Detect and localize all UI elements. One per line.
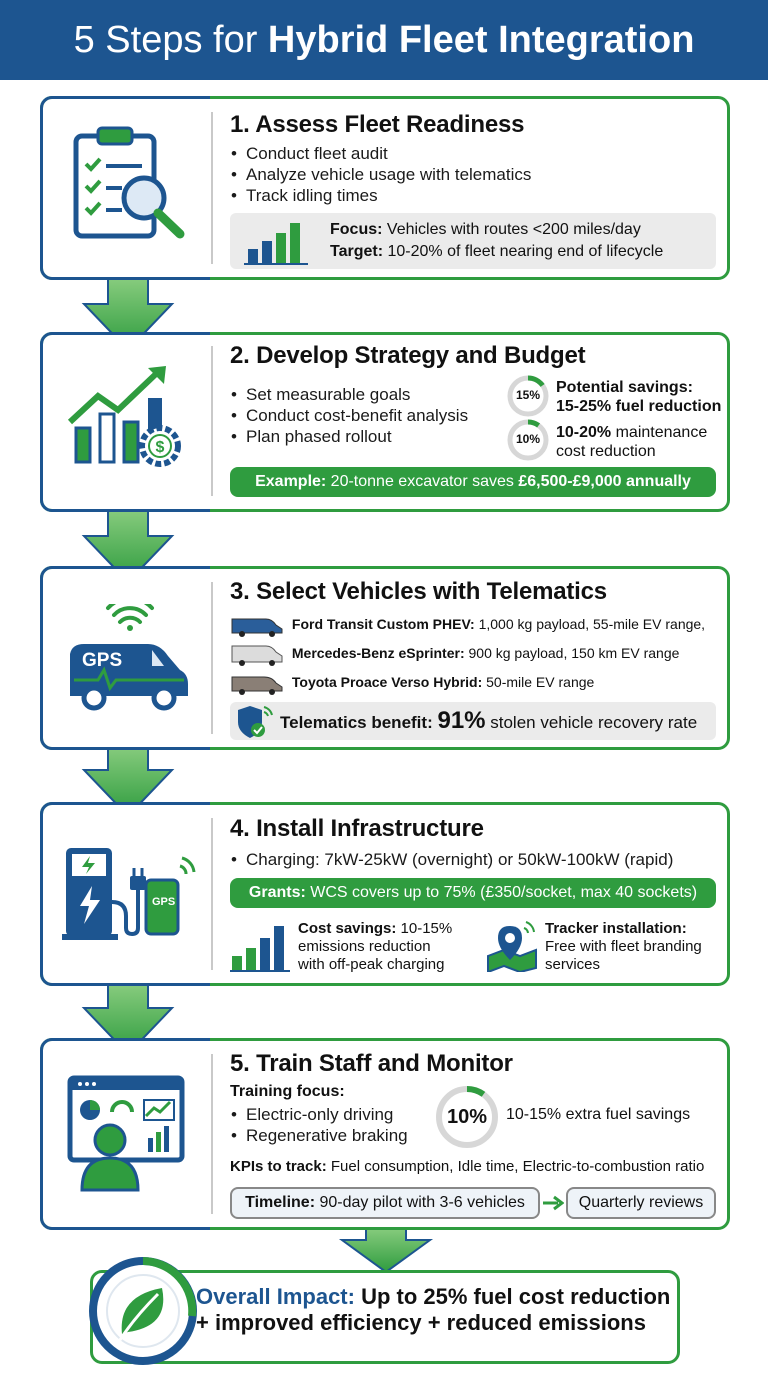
example-banner: Example: 20-tonne excavator saves £6,500… — [230, 467, 716, 497]
tracker-installation: Tracker installation:Free with fleet bra… — [545, 920, 702, 973]
vehicle-row: Toyota Proace Verso Hybrid: 50-mile EV r… — [230, 670, 594, 696]
dashboard-person-icon — [67, 1075, 185, 1192]
step5-title: 5. Train Staff and Monitor — [230, 1050, 513, 1077]
divider — [211, 346, 213, 496]
svg-text:$: $ — [156, 439, 165, 456]
divider — [211, 1054, 213, 1214]
focus-line: Focus: Vehicles with routes <200 miles/d… — [330, 221, 641, 238]
list-item: Analyze vehicle usage with telematics — [228, 164, 728, 185]
step1-bullets: Conduct fleet audit Analyze vehicle usag… — [228, 143, 728, 206]
list-item: Plan phased rollout — [228, 426, 498, 447]
savings-ring-10 — [507, 419, 549, 461]
van-icon — [231, 645, 283, 667]
shield-check-icon — [238, 706, 273, 738]
gps-label: GPS — [82, 650, 123, 671]
growth-chart-dollar-gear-icon: $ — [67, 366, 181, 467]
leaf-icon — [89, 1257, 197, 1365]
list-item: Conduct fleet audit — [228, 143, 728, 164]
fuel-savings-ring — [436, 1086, 498, 1148]
step1-title: 1. Assess Fleet Readiness — [230, 111, 525, 138]
ring-value: 10% — [446, 1106, 488, 1128]
quarterly-review-box: Quarterly reviews — [566, 1187, 716, 1219]
ring-value: 10% — [515, 432, 541, 446]
step4-bullets: Charging: 7kW-25kW (overnight) or 50kW-1… — [228, 849, 728, 870]
list-item: Conduct cost-benefit analysis — [228, 405, 498, 426]
step5-bullets: Electric-only driving Regenerative braki… — [228, 1104, 428, 1146]
arrow-right-icon — [543, 1195, 564, 1211]
van-icon — [231, 618, 283, 638]
vehicle-row: Ford Transit Custom PHEV: 1,000 kg paylo… — [230, 612, 705, 638]
van-icon — [231, 676, 283, 696]
map-pin-icon — [487, 921, 537, 972]
step4-icon-frame — [40, 802, 210, 986]
clipboard-magnifier-icon — [73, 126, 185, 239]
telematics-benefit: Telematics benefit: 91% stolen vehicle r… — [280, 707, 698, 734]
vehicle-row: Mercedes-Benz eSprinter: 900 kg payload,… — [230, 641, 679, 667]
step2-title: 2. Develop Strategy and Budget — [230, 342, 586, 369]
bar-chart-icon — [230, 926, 290, 972]
training-label: Training focus: — [230, 1083, 345, 1100]
divider — [211, 112, 213, 264]
timeline-box: Timeline: 90-day pilot with 3-6 vehicles — [230, 1187, 540, 1219]
savings-1: Potential savings:15-25% fuel reduction — [556, 379, 722, 415]
kpi-line: KPIs to track: Fuel consumption, Idle ti… — [230, 1158, 705, 1175]
target-line: Target: 10-20% of fleet nearing end of l… — [330, 243, 664, 260]
list-item: Charging: 7kW-25kW (overnight) or 50kW-1… — [228, 849, 728, 870]
list-item: Set measurable goals — [228, 384, 498, 405]
ring-value: 15% — [515, 388, 541, 402]
list-item: Regenerative braking — [228, 1125, 428, 1146]
step1-icon-frame — [40, 96, 210, 280]
page-title: 5 Steps for Hybrid Fleet Integration — [0, 0, 768, 80]
step2-icon-frame — [40, 332, 210, 512]
step2-bullets: Set measurable goals Conduct cost-benefi… — [228, 384, 498, 447]
bar-chart-icon — [244, 223, 308, 265]
impact-line-2: + improved efficiency + reduced emission… — [196, 1310, 646, 1335]
list-item: Electric-only driving — [228, 1104, 428, 1125]
tracker-gps-label: GPS — [152, 896, 176, 908]
fuel-savings-text: 10-15% extra fuel savings — [506, 1106, 691, 1123]
step3-icon-frame — [40, 566, 210, 750]
step3-title: 3. Select Vehicles with Telematics — [230, 578, 607, 605]
grants-banner: Grants: WCS covers up to 75% (£350/socke… — [230, 878, 716, 908]
step1-focus-box: Focus: Vehicles with routes <200 miles/d… — [230, 213, 716, 269]
charging-station-icon — [62, 848, 196, 940]
divider — [211, 582, 213, 734]
divider — [211, 818, 213, 970]
list-item: Track idling times — [228, 185, 728, 206]
gps-van-icon — [70, 604, 188, 711]
step4-title: 4. Install Infrastructure — [230, 815, 484, 842]
impact-line-1: Overall Impact: Up to 25% fuel cost redu… — [196, 1284, 671, 1309]
telematics-benefit-box: Telematics benefit: 91% stolen vehicle r… — [230, 702, 716, 740]
savings-ring-15 — [507, 375, 549, 417]
step5-icon-frame — [40, 1038, 210, 1230]
flow-arrow — [338, 1223, 434, 1274]
